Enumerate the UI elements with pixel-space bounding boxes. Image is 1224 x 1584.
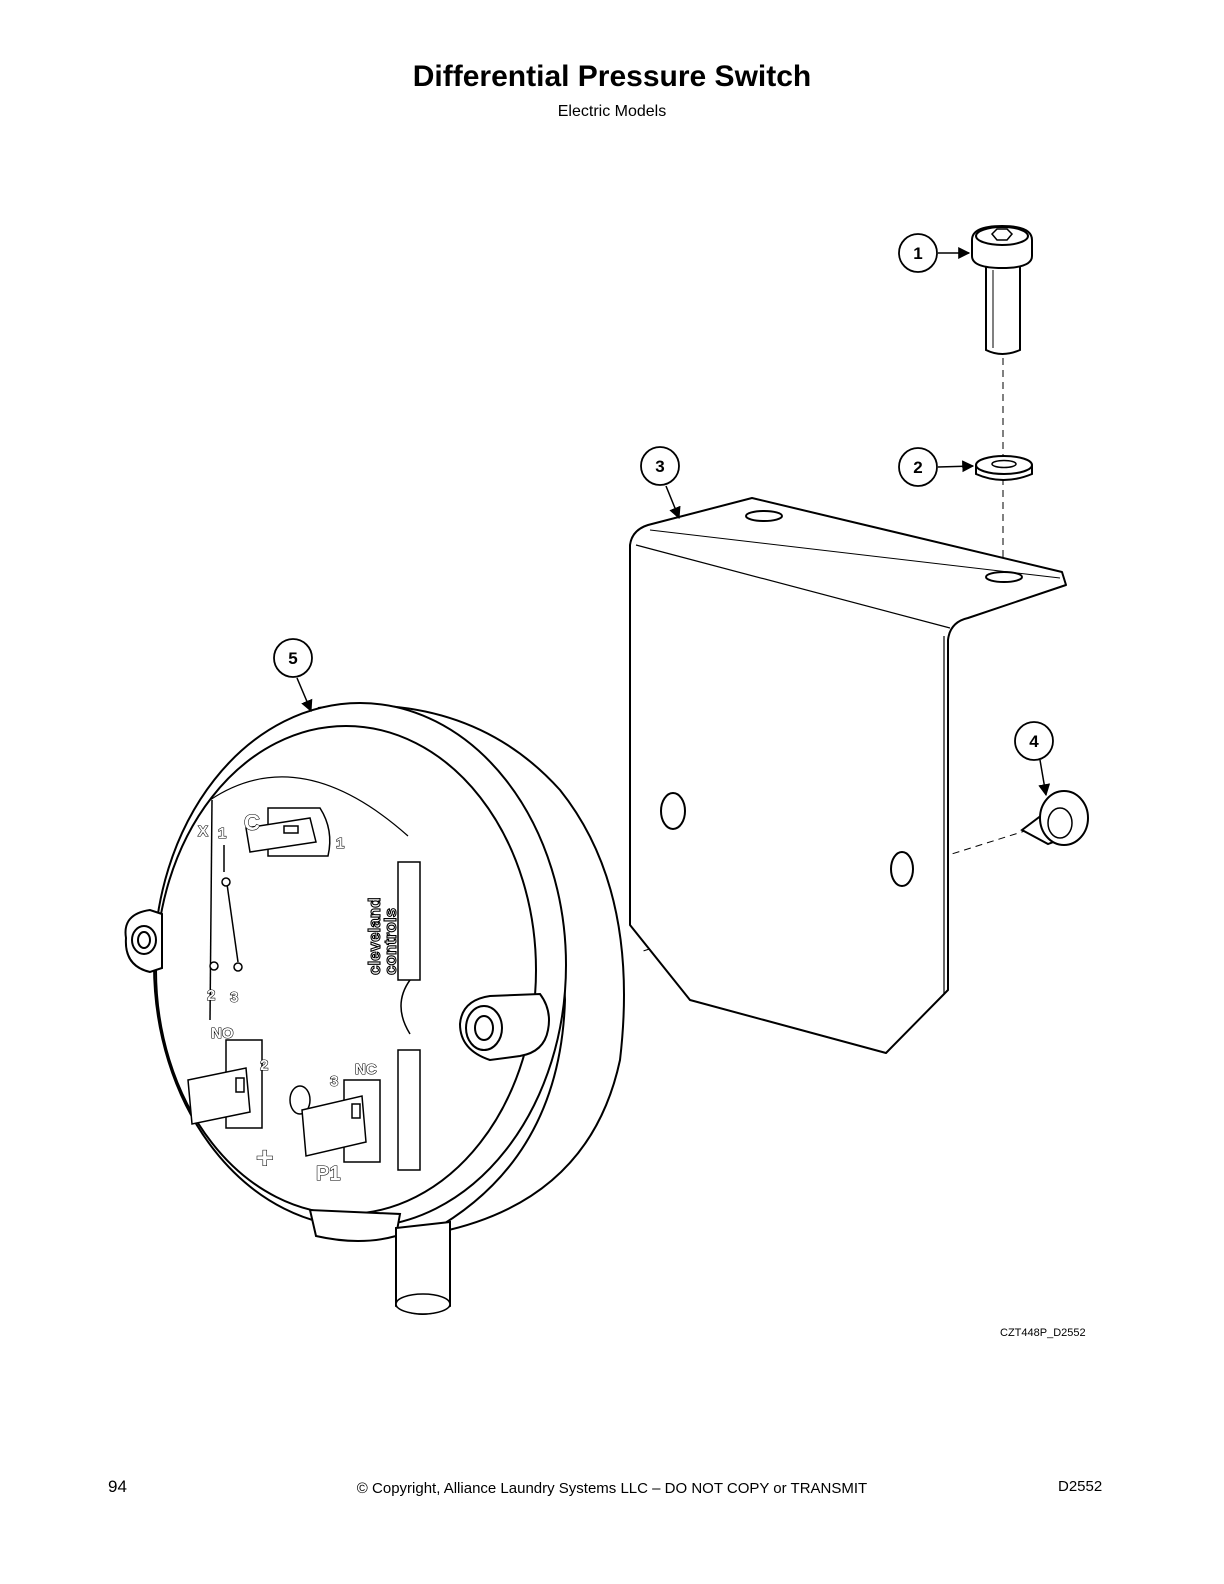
callout-4: 4	[1014, 721, 1054, 761]
marking-3: 3	[230, 989, 238, 1006]
drawing-code: CZT448P_D2552	[1000, 1327, 1086, 1339]
bracket-part	[629, 497, 1067, 1054]
svg-text:3: 3	[655, 457, 664, 476]
copyright-notice: © Copyright, Alliance Laundry Systems LL…	[356, 1480, 868, 1497]
brand-line2: controls	[381, 908, 400, 975]
page-title: Differential Pressure Switch	[412, 60, 812, 93]
marking-no-2: 2	[260, 1057, 268, 1074]
marking-no: NO	[211, 1025, 234, 1042]
pressure-switch-part	[124, 702, 625, 1315]
svg-text:4: 4	[1029, 732, 1039, 751]
page-number: 94	[108, 1477, 127, 1496]
callout-3: 3	[640, 446, 680, 486]
marking-plus: +	[256, 1142, 274, 1175]
washer-part	[975, 455, 1033, 481]
document-code: D2552	[1058, 1478, 1103, 1495]
marking-p1: P1	[316, 1163, 340, 1185]
marking-2: 2	[207, 987, 215, 1004]
svg-text:5: 5	[288, 649, 297, 668]
callout-5: 5	[273, 638, 313, 678]
marking-nc: NC	[355, 1061, 377, 1078]
marking-c: C	[244, 810, 260, 835]
callout-leaders	[296, 247, 1051, 797]
marking-1-bottom: 1	[336, 835, 344, 852]
screw-part	[971, 224, 1033, 355]
marking-1-top: 1	[218, 825, 226, 842]
bolt-part	[1020, 790, 1089, 846]
svg-text:2: 2	[913, 458, 922, 477]
switch-markings: X 1 C 1 2 3 NO 2 NC 3 + P1 cleveland con…	[197, 809, 400, 1185]
brand-line1: cleveland	[365, 898, 384, 976]
callout-2: 2	[898, 447, 938, 487]
callout-1: 1	[898, 233, 938, 273]
page-subtitle: Electric Models	[557, 103, 667, 120]
marking-x: X	[198, 823, 208, 840]
marking-nc-3: 3	[330, 1073, 338, 1090]
svg-text:1: 1	[913, 244, 922, 263]
